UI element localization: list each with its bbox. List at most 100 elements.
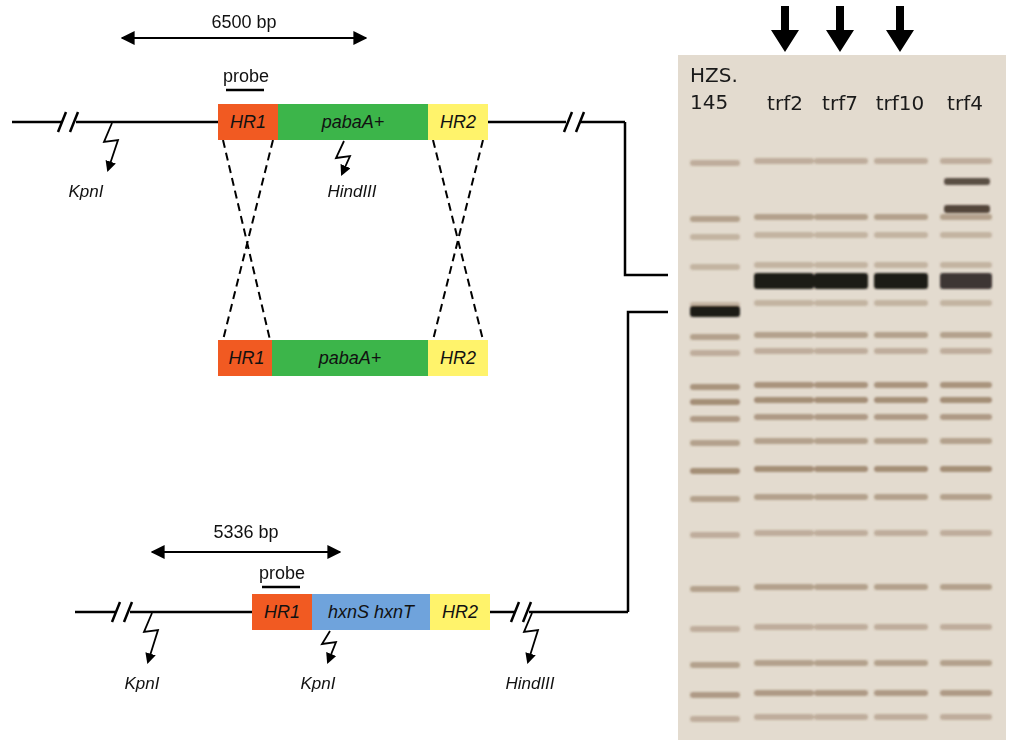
gel-band <box>940 530 992 536</box>
gel-band <box>814 690 868 696</box>
gel-band <box>814 714 868 720</box>
gel-band <box>940 397 992 403</box>
gel-band <box>874 624 928 630</box>
gel-band <box>754 414 814 420</box>
gel-band <box>690 350 740 356</box>
restriction-site <box>104 123 538 662</box>
gel-band <box>690 716 740 722</box>
gel-band <box>814 494 868 500</box>
gel-band <box>814 214 868 220</box>
gel-band <box>940 414 992 420</box>
gel-band <box>690 234 740 240</box>
gel-band <box>754 348 814 354</box>
marker-gene: pabaA+ <box>278 104 428 140</box>
gel-band <box>874 494 928 500</box>
gel-band <box>874 414 928 420</box>
lane-label: trf7 <box>822 91 858 115</box>
homology-region: HR1 <box>252 594 312 630</box>
gel-band <box>690 416 740 422</box>
gel-band <box>874 466 928 472</box>
gel-band <box>940 690 992 696</box>
gel-band <box>874 332 928 338</box>
gel-band <box>754 332 814 338</box>
gel-band <box>940 438 992 444</box>
gel-band <box>754 690 814 696</box>
gel-band <box>754 232 814 238</box>
lane-label: trf10 <box>876 91 925 115</box>
gel-band <box>814 382 868 388</box>
gel-band <box>814 584 868 590</box>
gel-band <box>874 348 928 354</box>
gene-label: HR2 <box>436 348 480 369</box>
gel-band <box>940 232 992 238</box>
gel-band <box>814 438 868 444</box>
gene-label: pabaA+ <box>318 112 389 133</box>
gene-label: HR2 <box>438 602 482 623</box>
gel-band <box>690 496 740 502</box>
gel-band <box>940 494 992 500</box>
gel-band <box>690 662 740 668</box>
gel-band <box>940 660 992 666</box>
gel-band <box>814 660 868 666</box>
gel-band <box>874 714 928 720</box>
gel-band <box>690 306 740 317</box>
gel-band <box>874 382 928 388</box>
gene-label: HR1 <box>224 348 268 369</box>
gel-band <box>754 660 814 666</box>
chromosome-line <box>75 312 668 622</box>
gel-band <box>874 300 928 306</box>
lane-label: HZS. 145 <box>690 62 742 116</box>
gel-band <box>940 584 992 590</box>
gel-band <box>814 466 868 472</box>
selection-arrow <box>771 6 914 52</box>
gel-band <box>690 532 740 538</box>
target-genes: hxnS hxnT <box>312 594 430 630</box>
gel-band <box>944 178 990 185</box>
gel-band <box>814 530 868 536</box>
gel-band <box>940 624 992 630</box>
gel-band <box>940 348 992 354</box>
gene-label: hxnS hxnT <box>324 602 418 623</box>
gel-band <box>754 273 814 289</box>
restriction-site-label: KpnI <box>301 674 336 694</box>
dimension-arrow <box>152 551 340 553</box>
gene-label: HR1 <box>226 112 270 133</box>
gel-band <box>754 494 814 500</box>
restriction-site-label: HindIII <box>505 674 554 694</box>
gel-band <box>690 264 740 270</box>
gel-band <box>754 530 814 536</box>
homology-region: HR2 <box>428 340 488 376</box>
crossover-line <box>433 140 483 340</box>
gel-band <box>940 273 992 289</box>
gel-band <box>754 382 814 388</box>
gel-band <box>690 384 740 390</box>
gel-band <box>690 160 740 166</box>
gel-band <box>690 399 740 405</box>
homology-region: HR2 <box>428 104 488 140</box>
gel-band <box>690 692 740 698</box>
gel-band <box>940 714 992 720</box>
probe-bar <box>226 89 264 92</box>
gel-band <box>940 382 992 388</box>
gel-band <box>690 440 740 446</box>
homology-region: HR1 <box>218 104 278 140</box>
gel-band <box>754 584 814 590</box>
gene-label: pabaA+ <box>315 348 386 369</box>
gel-band <box>874 214 928 220</box>
gel-band <box>690 468 740 474</box>
restriction-site-label: KpnI <box>125 674 160 694</box>
probe-label: probe <box>223 66 269 87</box>
gel-band <box>754 214 814 220</box>
probe-label: probe <box>259 563 305 584</box>
gel-band <box>940 300 992 306</box>
crossover-line <box>223 140 273 340</box>
gel-band <box>874 273 928 289</box>
dimension-label: 5336 bp <box>213 522 278 543</box>
gel-band <box>874 438 928 444</box>
probe-bar <box>262 586 300 589</box>
gel-band <box>754 397 814 403</box>
gel-band <box>690 334 740 340</box>
